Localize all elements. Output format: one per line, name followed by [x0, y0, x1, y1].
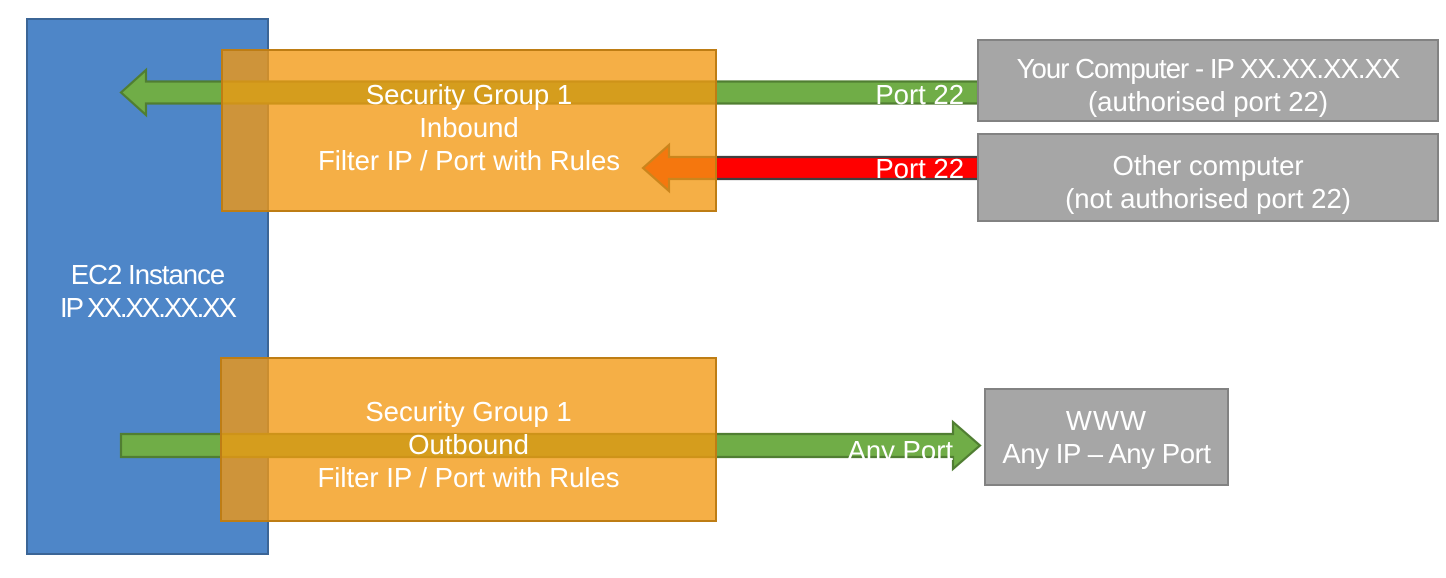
www-note: Any IP – Any Port	[1002, 438, 1211, 469]
security-group-inbound-name: Security Group 1	[365, 79, 573, 110]
www-name: WWW	[1065, 405, 1148, 436]
security-group-outbound-box: Security Group 1 Outbound Filter IP / Po…	[220, 357, 717, 522]
other-computer-label: Other computer (not authorised port 22)	[979, 149, 1437, 215]
inbound-denied-port-label: Port 22	[875, 153, 964, 184]
other-computer-note: (not authorised port 22)	[1065, 183, 1351, 214]
inbound-allowed-port-label: Port 22	[875, 79, 964, 110]
other-computer-name: Other computer	[1112, 150, 1304, 181]
your-computer-label: Your Computer - IP XX.XX.XX.XX (authoris…	[979, 52, 1437, 118]
your-computer-box: Your Computer - IP XX.XX.XX.XX (authoris…	[977, 39, 1439, 122]
ec2-instance-name: EC2 Instance	[70, 259, 225, 290]
ec2-instance-label: EC2 Instance IP XX.XX.XX.XX	[28, 258, 267, 324]
your-computer-note: (authorised port 22)	[1088, 86, 1328, 117]
security-group-outbound-direction: Outbound	[408, 429, 529, 460]
security-group-outbound-label: Security Group 1 Outbound Filter IP / Po…	[222, 395, 715, 494]
security-group-outbound-rule: Filter IP / Port with Rules	[317, 462, 620, 493]
security-group-inbound-direction: Inbound	[419, 112, 519, 143]
your-computer-name: Your Computer - IP XX.XX.XX.XX	[1016, 53, 1401, 84]
www-box: WWW Any IP – Any Port	[984, 388, 1229, 486]
security-group-outbound-name: Security Group 1	[365, 396, 572, 427]
other-computer-box: Other computer (not authorised port 22)	[977, 133, 1439, 222]
outbound-port-label: Any Port	[847, 435, 953, 466]
security-group-inbound-label: Security Group 1 Inbound Filter IP / Por…	[223, 78, 715, 177]
security-group-inbound-box: Security Group 1 Inbound Filter IP / Por…	[221, 49, 717, 212]
ec2-instance-ip: IP XX.XX.XX.XX	[59, 292, 237, 323]
security-group-inbound-rule: Filter IP / Port with Rules	[317, 145, 621, 176]
www-label: WWW Any IP – Any Port	[986, 404, 1227, 470]
